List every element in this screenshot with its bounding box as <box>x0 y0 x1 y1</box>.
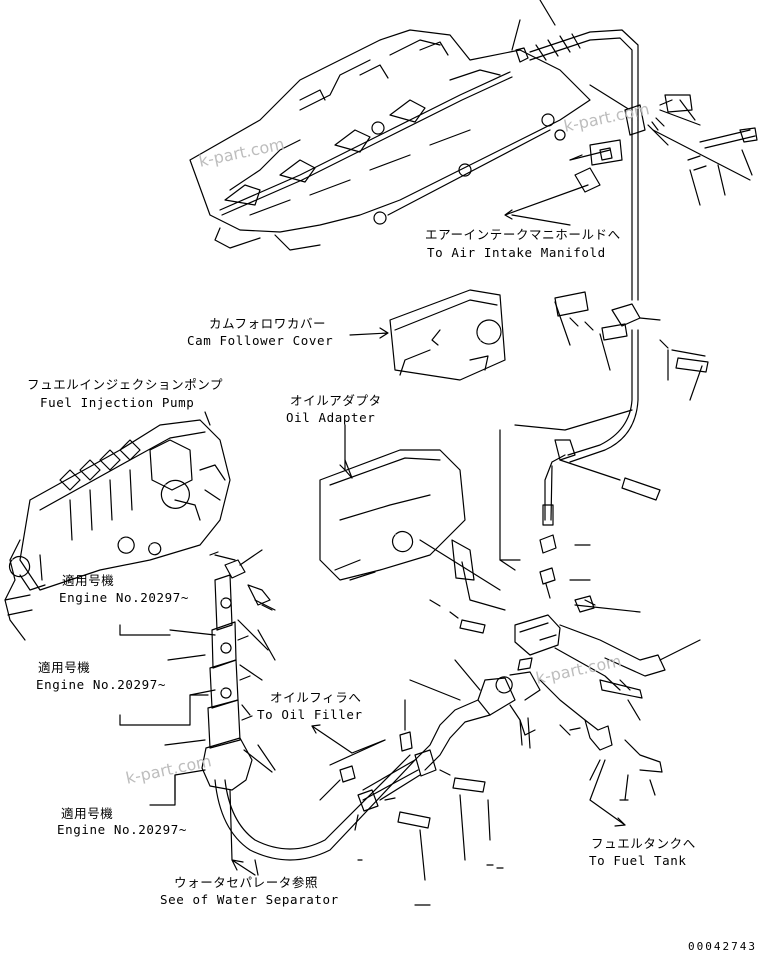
misc-marks <box>357 154 583 906</box>
label-cam-cover-jp: カムフォロワカバー <box>209 316 327 331</box>
label-oil-filler-jp: オイルフィラへ <box>270 690 362 705</box>
label-engine-no-1-en: Engine No.20297~ <box>59 590 190 605</box>
label-water-sep-en: See of Water Separator <box>160 892 339 907</box>
fuel-return-pipe-top <box>219 71 566 225</box>
cylinder-head-outline <box>189 29 591 251</box>
label-air-intake-jp: エアーインテークマニホールドへ <box>425 227 621 242</box>
label-fuel-pump-jp: フュエルインジェクションポンプ <box>27 377 224 392</box>
label-water-sep-jp: ウォータセパレータ参照 <box>174 875 319 890</box>
clips-bolts-mid <box>554 291 709 401</box>
label-engine-no-2-jp: 適用号機 <box>38 660 91 675</box>
label-engine-no-1-jp: 適用号機 <box>62 573 115 588</box>
fuel-lines-mid <box>429 409 661 634</box>
clips-bolts-top <box>574 94 758 193</box>
fuel-pump-leader <box>204 411 211 426</box>
label-engine-no-2-en: Engine No.20297~ <box>36 677 167 692</box>
oil-adapter-outline <box>319 449 501 591</box>
fuel-block-valve <box>514 595 666 773</box>
drawing-code: 00042743 <box>688 940 757 953</box>
label-engine-no-3-jp: 適用号機 <box>61 806 114 821</box>
to-oil-filler-arrow <box>311 724 386 766</box>
to-air-intake-arrow <box>511 214 571 226</box>
water-separator-leader <box>231 859 259 876</box>
cam-follower-cover-outline <box>349 289 506 381</box>
leader-lines-top <box>504 0 753 220</box>
label-engine-no-3-en: Engine No.20297~ <box>57 822 188 837</box>
oil-filler-hose <box>339 671 541 829</box>
label-fuel-pump-en: Fuel Injection Pump <box>40 395 195 410</box>
label-oil-adapter-jp: オイルアダプタ <box>290 393 382 408</box>
label-cam-cover-en: Cam Follower Cover <box>187 333 334 348</box>
fuel-pipe-bottom-loop <box>214 754 416 861</box>
overflow-pipe <box>511 19 639 526</box>
label-fuel-tank-jp: フュエルタンクへ <box>591 836 696 851</box>
oil-adapter-leader <box>339 424 353 479</box>
label-oil-filler-en: To Oil Filler <box>257 707 363 722</box>
to-fuel-tank-arrow <box>589 759 629 827</box>
engine-no-brackets <box>119 624 216 806</box>
leader-lines-mid <box>319 544 701 881</box>
label-oil-adapter-en: Oil Adapter <box>286 410 376 425</box>
label-air-intake-en: To Air Intake Manifold <box>427 245 606 260</box>
label-fuel-tank-en: To Fuel Tank <box>589 853 687 868</box>
leader-lines-left <box>209 549 276 771</box>
fuel-injection-pump-outline <box>4 419 231 641</box>
fuel-filter-column <box>201 559 273 861</box>
